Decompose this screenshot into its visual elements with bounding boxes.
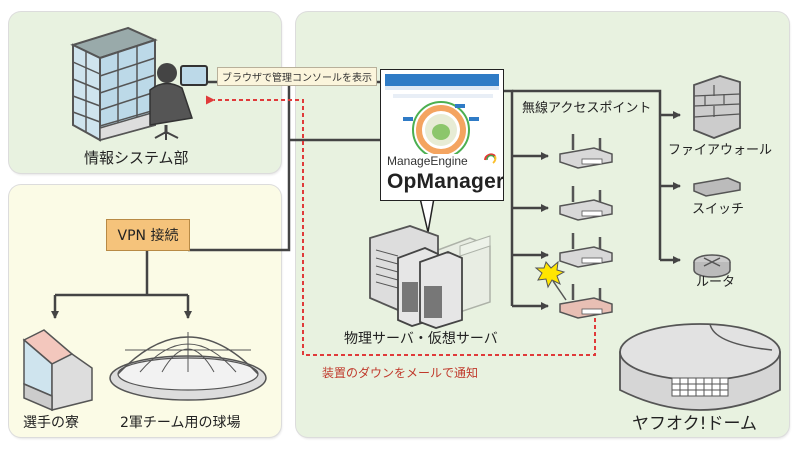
yafuoku-dome-icon [619, 323, 781, 411]
email-notification-annotation: 装置のダウンをメールで通知 [322, 366, 479, 380]
line-trunk-vertical [188, 82, 291, 252]
alert-burst-icon [534, 260, 567, 301]
firewall-label: ファイアウォール [668, 143, 773, 158]
opm-callout-tail [419, 197, 435, 233]
switch-label: スイッチ [692, 202, 745, 217]
dome-label: ヤフオク!ドーム [632, 414, 757, 434]
farm-stadium-label: 2軍チーム用の球場 [120, 415, 241, 431]
line-vpn-down [55, 249, 188, 297]
access-point-4-down [559, 284, 613, 319]
servers-icon [369, 225, 491, 329]
browser-console-annotation: ブラウザで管理コンソールを表示 [217, 67, 377, 86]
dormitory-icon [22, 329, 93, 412]
alert-notification-line [206, 95, 596, 356]
access-point-icons [559, 134, 613, 319]
access-points-label: 無線アクセスポイント [522, 101, 652, 116]
product-brand: ManageEngine [387, 154, 468, 168]
product-name: OpManager [387, 170, 505, 193]
farm-stadium-icon [109, 332, 267, 401]
office-building-icon [70, 26, 158, 142]
switch-icon [693, 177, 741, 197]
connection-lines [51, 80, 681, 319]
opmanager-card: ManageEngine OpManager [380, 69, 504, 201]
operator-icon [149, 63, 208, 140]
opmanager-dashboard-thumbnail [385, 74, 499, 154]
servers-label: 物理サーバ・仮想サーバ [344, 331, 498, 347]
access-point-3 [559, 233, 613, 268]
line-top [512, 89, 662, 260]
access-point-1 [559, 134, 613, 169]
manageengine-logo-icon [484, 153, 497, 164]
router-icon [693, 254, 731, 278]
it-department-label: 情報システム部 [84, 149, 189, 167]
router-label: ルータ [696, 275, 736, 290]
firewall-icon [693, 75, 741, 139]
vpn-connection-box: VPN 接続 [106, 219, 190, 251]
access-point-2 [559, 186, 613, 221]
dormitory-label: 選手の寮 [23, 415, 79, 431]
